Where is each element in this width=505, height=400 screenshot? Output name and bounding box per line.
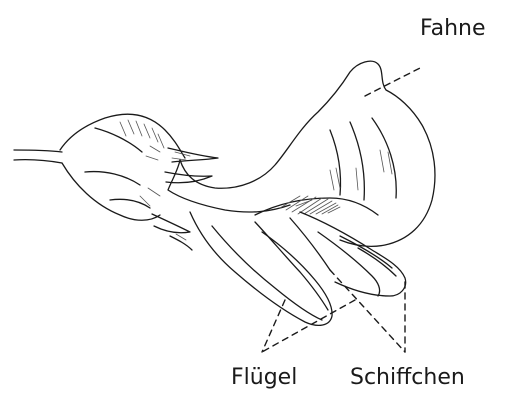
calyx (60, 114, 218, 250)
label-fahne: Fahne (420, 18, 486, 40)
label-schiffchen: Schiffchen (350, 367, 465, 389)
leader-schiffchen-left (330, 270, 405, 352)
label-fluegel: Flügel (231, 367, 297, 389)
standard-petal (168, 61, 435, 246)
leader-fluegel-right (262, 300, 355, 352)
wing-petals (190, 212, 332, 325)
leader-fahne (365, 68, 420, 96)
keel-petal (300, 212, 406, 296)
flower-stalk (14, 150, 62, 163)
standard-shading (280, 150, 392, 214)
